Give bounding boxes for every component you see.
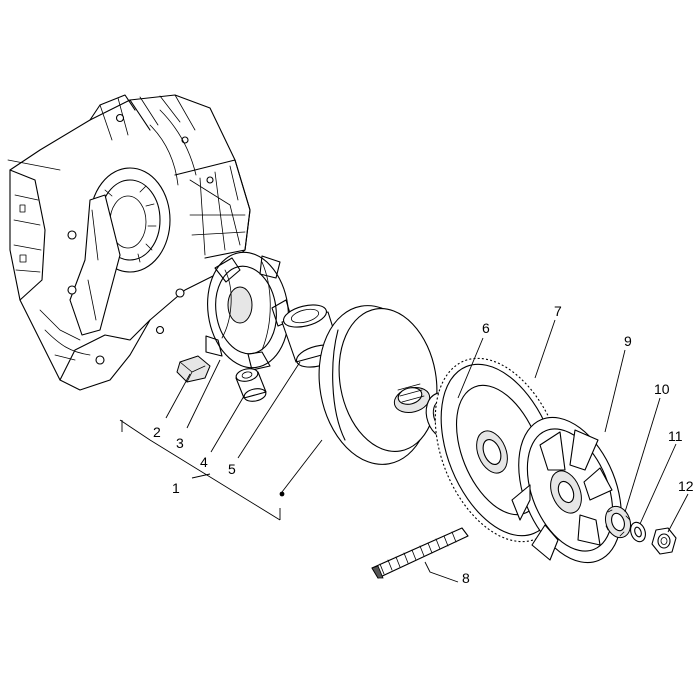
part-2-slider-block — [176, 355, 211, 383]
callout-12: 12 — [678, 478, 694, 494]
part-3-ramp-plate — [205, 251, 293, 371]
callout-9: 9 — [624, 333, 632, 349]
callout-4: 4 — [200, 454, 208, 470]
callout-10: 10 — [654, 381, 670, 397]
part-11-washer — [630, 521, 646, 543]
callout-7: 7 — [554, 303, 562, 319]
callout-8: 8 — [462, 570, 470, 586]
part-12-hex-nut — [651, 527, 677, 555]
callout-5: 5 — [228, 461, 236, 477]
leader-lines — [119, 319, 689, 583]
callout-6: 6 — [482, 320, 490, 336]
part-10-nut — [604, 505, 632, 539]
part-1-movable-pulley — [318, 305, 438, 465]
callout-1: 1 — [172, 480, 180, 496]
callout-11: 11 — [668, 428, 683, 444]
part-9-fan-pulley — [511, 416, 622, 564]
callout-labels: 1 2 3 4 5 6 7 8 9 10 11 12 — [153, 303, 694, 586]
part-4-bushing — [235, 368, 267, 402]
part-8-drive-belt — [371, 527, 469, 579]
callout-2: 2 — [153, 424, 161, 440]
callout-3: 3 — [176, 435, 184, 451]
crankcase-housing — [9, 94, 251, 391]
